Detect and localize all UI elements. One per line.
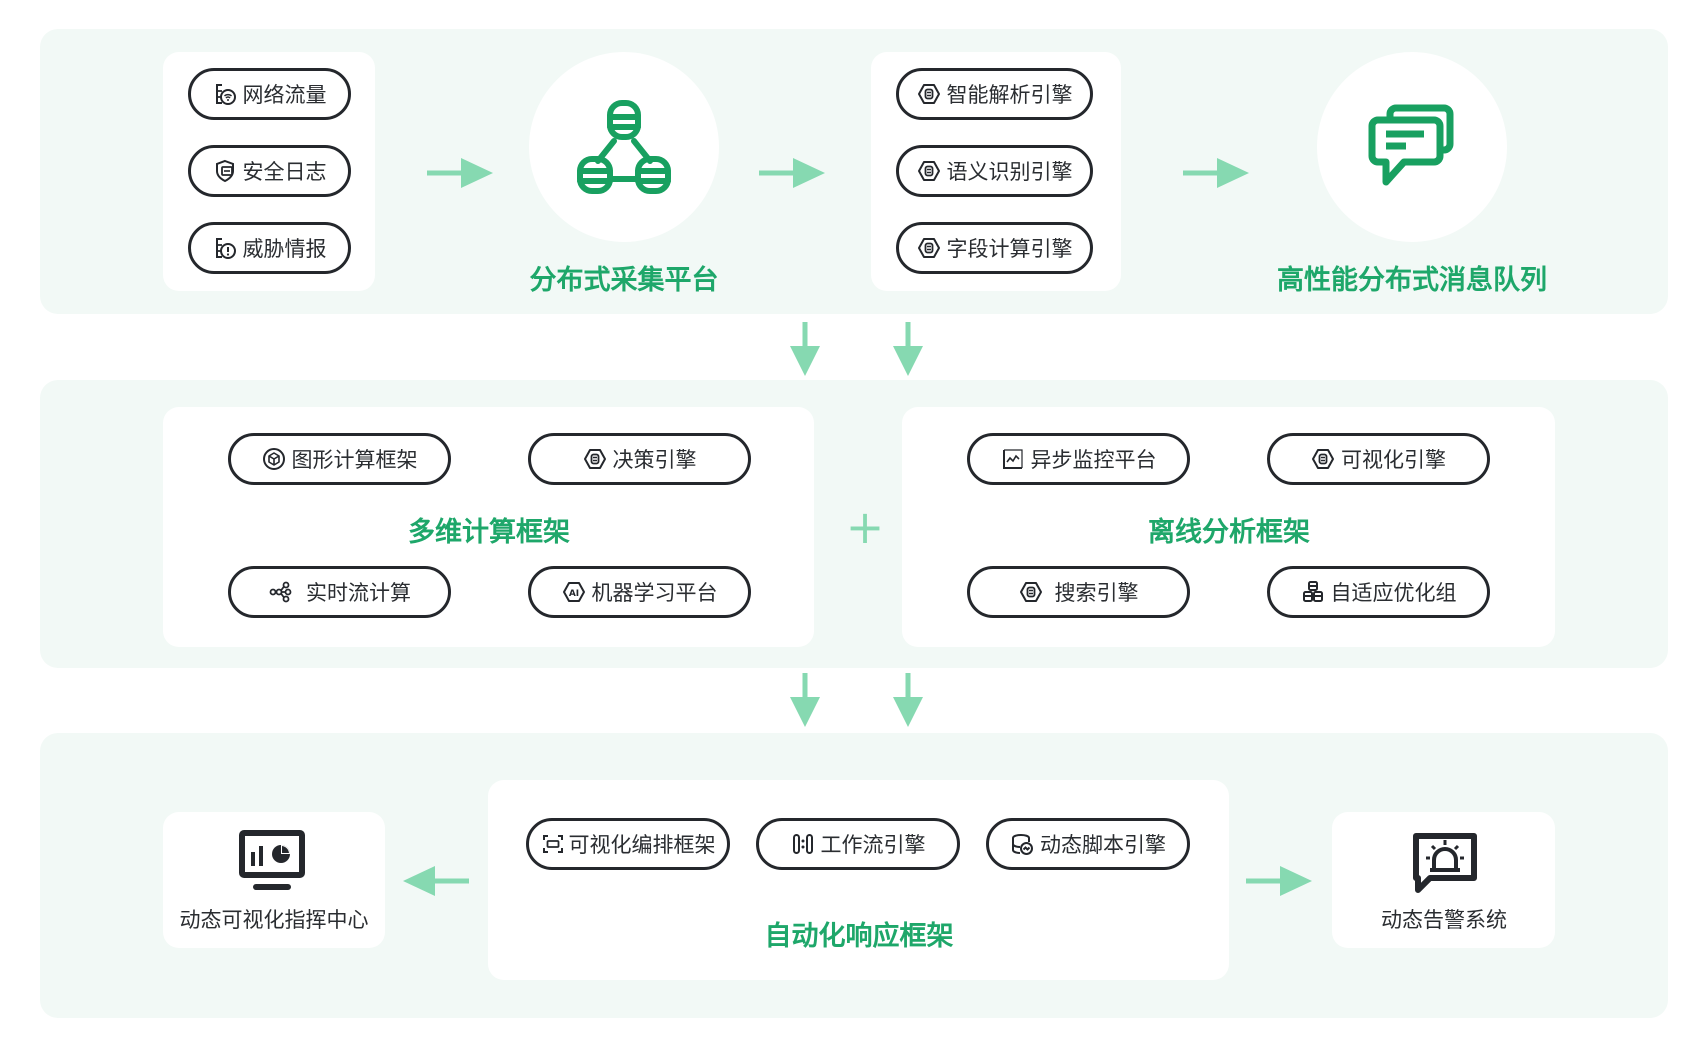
item-label: 图形计算框架 [291,448,418,472]
shield-log-icon [213,159,237,183]
hexagon-engine-icon [917,159,941,183]
hexagon-engine-icon [1311,447,1335,471]
stacked-boxes-icon [1301,580,1325,604]
item-label: 实时流计算 [306,581,411,605]
item-label: 异步监控平台 [1030,448,1157,472]
async-monitor-platform[interactable]: 异步监控平台 [967,433,1190,485]
source-label: 威胁情报 [242,237,327,261]
arrow-right-icon [1183,158,1249,188]
source-label: 安全日志 [242,160,327,184]
offline-analysis-title: 离线分析框架 [1148,517,1310,548]
message-queue-node [1317,52,1507,242]
engine-label: 语义识别引擎 [946,160,1073,184]
alert-doc-icon [213,236,237,260]
svg-text:AI: AI [568,589,578,599]
engine-semantic[interactable]: 语义识别引擎 [896,145,1093,197]
alert-system-label: 动态告警系统 [1381,908,1507,932]
visualization-engine[interactable]: 可视化引擎 [1267,433,1490,485]
source-network-traffic[interactable]: 网络流量 [188,68,351,120]
engine-smart-parsing[interactable]: 智能解析引擎 [896,68,1093,120]
script-database-icon [1010,832,1034,856]
item-label: 自适应优化组 [1330,581,1457,605]
item-label: 机器学习平台 [591,581,718,605]
workflow-icon [791,832,815,856]
engine-field-compute[interactable]: 字段计算引擎 [896,222,1093,274]
item-label: 可视化编排框架 [568,833,716,857]
arrow-right-icon [427,158,493,188]
graph-cube-icon [262,447,286,471]
automation-response-title: 自动化响应框架 [764,921,954,952]
source-threat-intel[interactable]: 威胁情报 [188,222,351,274]
item-label: 工作流引擎 [820,833,926,857]
engine-label: 字段计算引擎 [946,237,1073,261]
workflow-engine[interactable]: 工作流引擎 [756,818,960,870]
network-nodes-icon [268,580,292,604]
item-label: 可视化引擎 [1341,448,1446,472]
plus-join-symbol: + [845,500,885,554]
command-center-card[interactable]: 动态可视化指挥中心 [163,812,385,948]
wifi-doc-icon [213,82,237,106]
message-chat-icon [1368,104,1454,186]
multi-compute-title: 多维计算框架 [408,517,570,548]
collection-platform-title: 分布式采集平台 [529,265,719,296]
automation-response-box [488,780,1229,980]
distributed-database-icon [577,100,671,194]
arrow-down-icon [893,673,923,727]
search-engine[interactable]: 搜索引擎 [967,566,1190,618]
graph-compute-framework[interactable]: 图形计算框架 [228,433,451,485]
arrow-left-icon [403,866,469,896]
hexagon-engine-icon [917,82,941,106]
command-center-label: 动态可视化指挥中心 [179,908,369,932]
message-queue-title: 高性能分布式消息队列 [1277,265,1547,296]
adaptive-optimization-group[interactable]: 自适应优化组 [1267,566,1490,618]
realtime-stream-compute[interactable]: 实时流计算 [228,566,451,618]
hexagon-engine-icon [917,236,941,260]
alert-system-card[interactable]: 动态告警系统 [1332,812,1555,948]
alarm-siren-icon [1413,833,1477,893]
hexagon-engine-icon [1019,580,1043,604]
hexagon-engine-icon [583,447,607,471]
dashboard-monitor-icon [239,830,305,890]
ai-hexagon-icon: AI [562,580,586,604]
monitor-chart-icon [1001,447,1025,471]
arrow-down-icon [790,322,820,376]
item-label: 决策引擎 [612,448,697,472]
scan-frame-icon [541,832,565,856]
arrow-right-icon [1246,866,1312,896]
arrow-down-icon [790,673,820,727]
visual-orchestration-framework[interactable]: 可视化编排框架 [526,818,730,870]
item-label: 搜索引擎 [1054,581,1139,605]
arrow-right-icon [759,158,825,188]
collection-platform-node [529,52,719,242]
source-security-log[interactable]: 安全日志 [188,145,351,197]
item-label: 动态脚本引擎 [1040,833,1166,857]
machine-learning-platform[interactable]: AI 机器学习平台 [528,566,751,618]
decision-engine[interactable]: 决策引擎 [528,433,751,485]
arrow-down-icon [893,322,923,376]
source-label: 网络流量 [242,83,327,107]
dynamic-script-engine[interactable]: 动态脚本引擎 [986,818,1190,870]
engine-label: 智能解析引擎 [946,83,1073,107]
